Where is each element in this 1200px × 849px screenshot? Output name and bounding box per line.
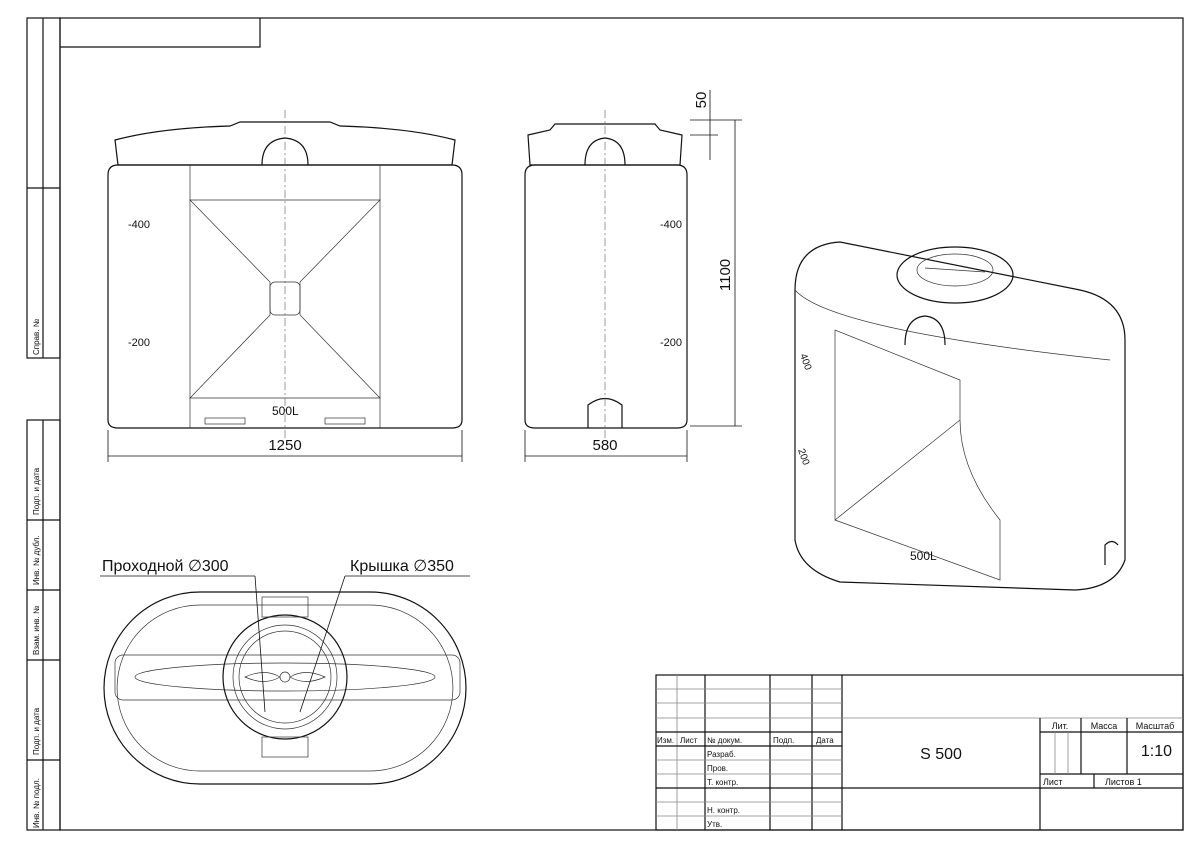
stamp-label: Подп. и дата <box>32 467 41 515</box>
front-view: -400 -200 500L 1250 <box>107 110 463 462</box>
header-date: Дата <box>816 736 834 745</box>
level-mark-400: 400 <box>797 352 813 372</box>
row-label: Разраб. <box>707 750 736 759</box>
top-left-stamp <box>60 18 261 48</box>
level-mark-200: -200 <box>660 337 682 349</box>
title-block: Изм. Лист № докум. Подп. Дата Разраб. Пр… <box>655 674 1184 831</box>
volume-label: 500L <box>272 404 299 418</box>
side-view: -400 -200 580 1100 50 <box>524 90 742 462</box>
stamp-label: Взам. инв. № <box>32 605 41 655</box>
top-view: Проходной ∅300 Крышка ∅350 <box>100 558 470 785</box>
stamp-label: Инв. № подл. <box>32 778 41 828</box>
scale-value: 1:10 <box>1141 743 1172 760</box>
width-dimension: 580 <box>592 437 617 454</box>
level-mark-400: -400 <box>128 219 150 231</box>
volume-label: 500L <box>910 549 937 563</box>
scale-label: Масштаб <box>1136 721 1175 731</box>
level-mark-200: -200 <box>128 337 150 349</box>
header-signature: Подп. <box>773 736 794 745</box>
stamp-label: Инв. № дубл. <box>32 535 41 585</box>
row-label: Пров. <box>707 764 728 773</box>
height-dimension: 1100 <box>717 259 734 291</box>
lit-label: Лит. <box>1052 721 1069 731</box>
stamp-label: Подп. и дата <box>32 707 41 755</box>
isometric-view: 500L 400 200 <box>794 241 1126 591</box>
sheet-label: Лист <box>1043 777 1063 787</box>
width-dimension: 1250 <box>268 437 301 454</box>
header-list: Лист <box>680 736 698 745</box>
designation: S 500 <box>920 746 962 763</box>
row-label: Т. контр. <box>707 778 738 787</box>
header-doc-number: № докум. <box>707 736 742 745</box>
level-mark-200: 200 <box>795 447 811 467</box>
lid-height-dimension: 50 <box>693 92 710 109</box>
left-stamp-column: Справ. № Подп. и дата Инв. № дубл. Взам.… <box>26 17 61 831</box>
stamp-label: Справ. № <box>32 318 41 355</box>
lid-label: Крышка ∅350 <box>350 558 454 575</box>
level-mark-400: -400 <box>660 219 682 231</box>
mass-label: Масса <box>1091 721 1118 731</box>
header-izm: Изм. <box>657 736 674 745</box>
row-label: Н. контр. <box>707 806 740 815</box>
sheets-count: Листов 1 <box>1105 777 1142 787</box>
row-label: Утв. <box>707 820 722 829</box>
manhole-label: Проходной ∅300 <box>102 558 229 575</box>
